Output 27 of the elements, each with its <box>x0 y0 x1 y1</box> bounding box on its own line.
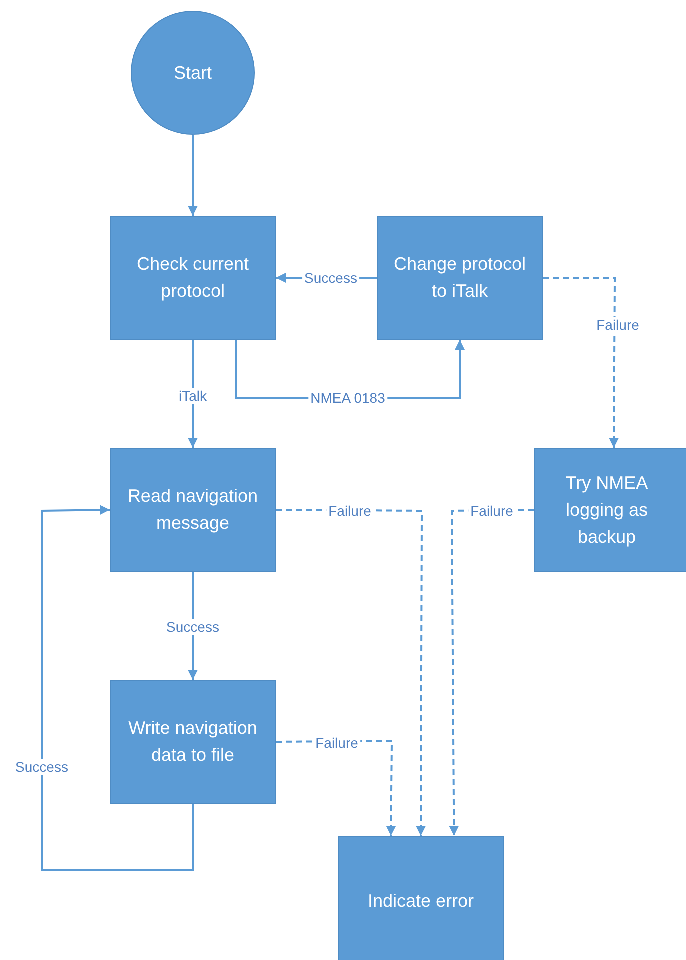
arrow <box>449 509 534 836</box>
arrow <box>543 277 620 448</box>
edge-label: Failure <box>326 503 374 519</box>
arrow <box>41 505 194 871</box>
arrow <box>188 135 198 216</box>
process-box <box>110 448 276 572</box>
node-text: Read navigation message <box>126 485 260 535</box>
edge-label: Failure <box>594 317 642 333</box>
edge-label: Failure <box>468 503 516 519</box>
arrow <box>276 509 426 836</box>
node-text: Check current protocol <box>136 253 250 303</box>
edge-label: Success <box>14 759 70 775</box>
process-box <box>377 216 543 340</box>
process-box <box>110 680 276 804</box>
process-box <box>534 448 686 572</box>
edge-label: Success <box>164 619 222 635</box>
node-text: Indicate error <box>368 890 474 912</box>
edge-label: NMEA 0183 <box>308 390 388 406</box>
process-box <box>110 216 276 340</box>
process-box <box>338 836 504 960</box>
node-text: Start <box>174 62 212 84</box>
edge-label: Failure <box>314 735 360 751</box>
edge-label: Success <box>302 270 360 286</box>
node-text: Change protocol to iTalk <box>392 253 528 303</box>
node-text: Try NMEA logging as backup <box>564 472 650 549</box>
edge-label: iTalk <box>177 388 209 404</box>
node-text: Write navigation data to file <box>128 717 258 767</box>
